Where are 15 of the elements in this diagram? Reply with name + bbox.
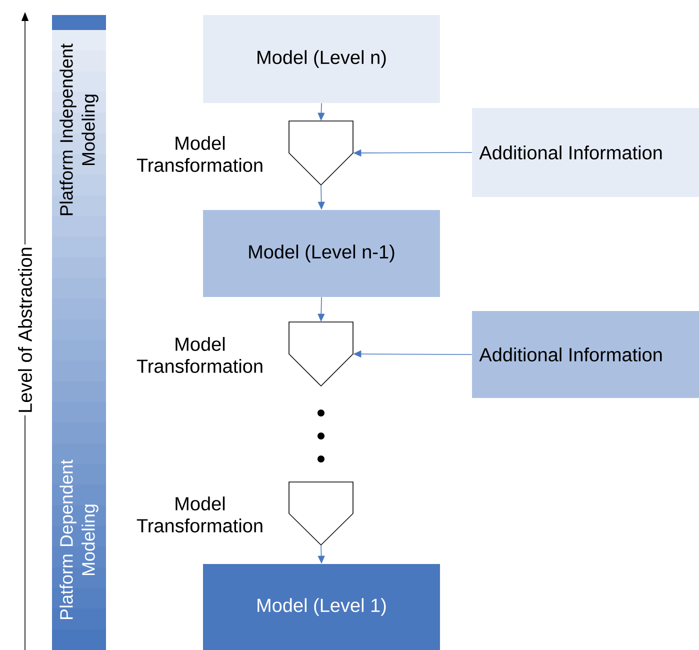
transformation-pentagon	[288, 482, 354, 546]
gradient-band: Platform Independent Modeling Platform Dependent Modeling	[52, 15, 106, 650]
axis-label: Level of Abstraction	[16, 244, 34, 416]
node-label: Platform Independent Modeling	[60, 44, 98, 216]
model-box: Model (Level n-1)	[203, 210, 440, 297]
transformation-label: Model Transformation	[136, 496, 262, 532]
transformation-label: Model Transformation	[136, 337, 262, 373]
model-box: Model (Level 1)	[203, 564, 440, 650]
info-box: Additional Information	[472, 310, 699, 398]
model-box: Model (Level n)	[203, 15, 440, 103]
info-box: Additional Information	[472, 108, 699, 197]
node-label: Platform Dependent	[60, 460, 76, 620]
transformation-label: Model Transformation	[136, 136, 262, 172]
transformation-pentagon	[288, 322, 354, 387]
transformation-pentagon	[288, 120, 354, 186]
